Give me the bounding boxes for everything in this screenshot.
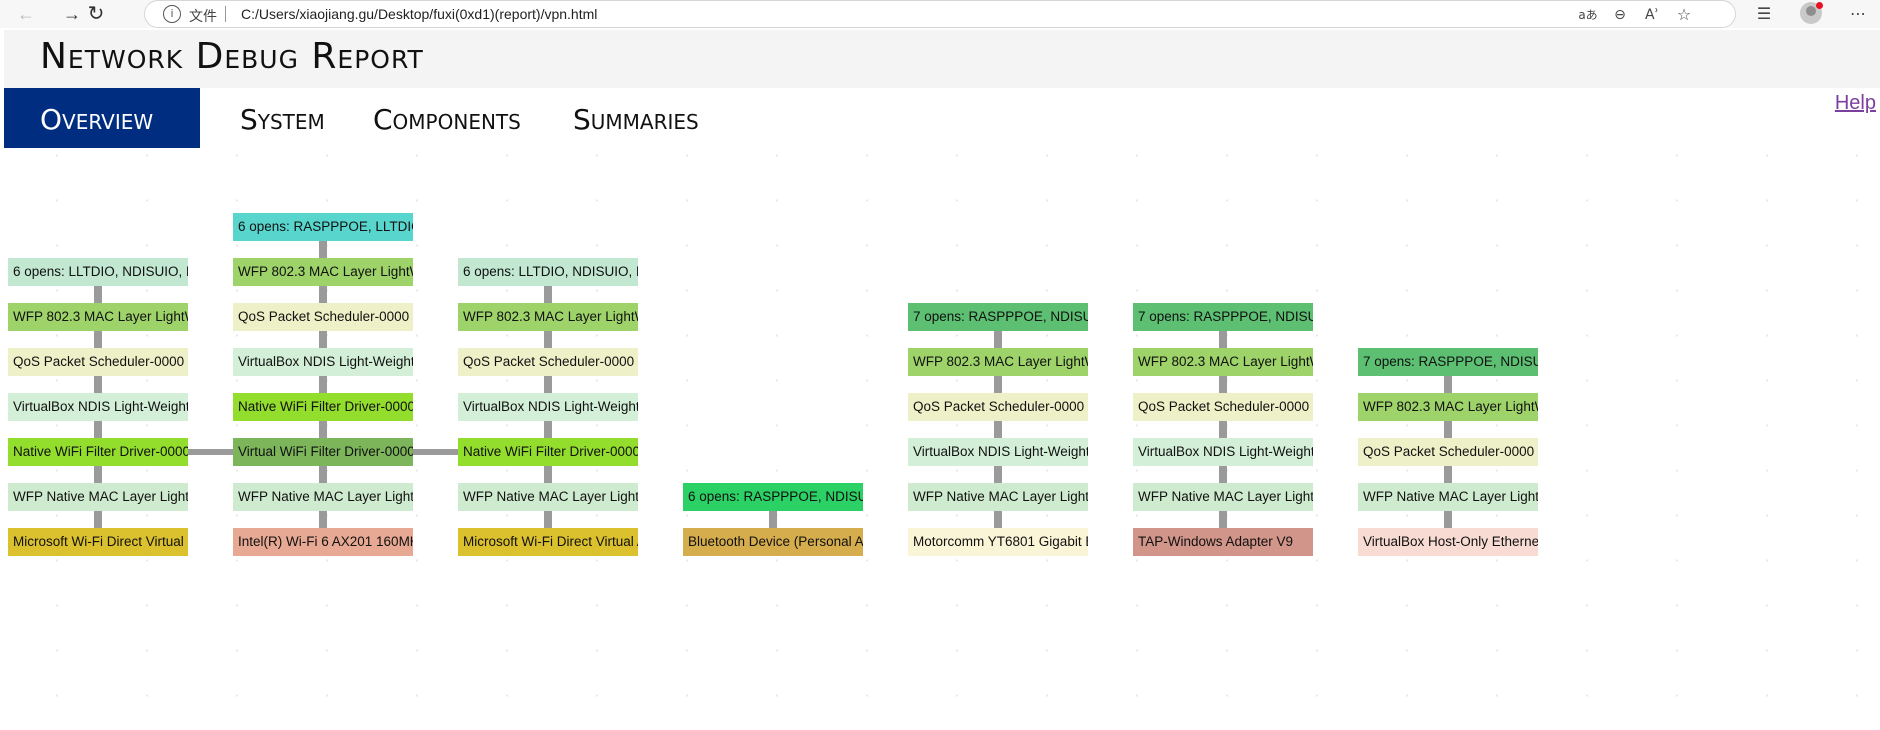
- network-graph: 6 opens: LLTDIO, NDISUIO, RSPNDR, WFP 802…: [4, 148, 1880, 730]
- graph-node[interactable]: Native WiFi Filter Driver-0000: [458, 438, 638, 466]
- graph-node[interactable]: QoS Packet Scheduler-0000: [908, 393, 1088, 421]
- report-page: Network Debug Report Overview System Com…: [4, 30, 1880, 730]
- graph-node[interactable]: WFP Native MAC Layer LightWeight: [1358, 483, 1538, 511]
- graph-node[interactable]: WFP 802.3 MAC Layer LightWeight Fi: [233, 258, 413, 286]
- graph-node[interactable]: WFP 802.3 MAC Layer LightWeight Fi: [1133, 348, 1313, 376]
- graph-node[interactable]: QoS Packet Scheduler-0000: [8, 348, 188, 376]
- tab-summaries[interactable]: Summaries: [573, 103, 699, 136]
- graph-node[interactable]: 6 opens: RASPPPOE, NDISUIO, RSPN: [683, 483, 863, 511]
- graph-node[interactable]: VirtualBox NDIS Light-Weight Filter-0: [233, 348, 413, 376]
- graph-node[interactable]: WFP Native MAC Layer LightWeight: [8, 483, 188, 511]
- binding-edge: [319, 227, 327, 542]
- adapter-link-edge: [188, 449, 233, 455]
- info-icon[interactable]: i: [163, 5, 181, 23]
- tab-overview[interactable]: Overview: [4, 88, 200, 148]
- help-link[interactable]: Help: [1834, 92, 1876, 114]
- graph-node[interactable]: QoS Packet Scheduler-0000: [1133, 393, 1313, 421]
- graph-node[interactable]: TAP-Windows Adapter V9: [1133, 528, 1313, 556]
- graph-node[interactable]: QoS Packet Scheduler-0000: [458, 348, 638, 376]
- graph-node[interactable]: WFP 802.3 MAC Layer LightWeight Fi: [908, 348, 1088, 376]
- file-scheme-label: 文件: [189, 8, 217, 24]
- notification-dot: [1816, 2, 1823, 9]
- graph-node[interactable]: Motorcomm YT6801 Gigabit Etherne: [908, 528, 1088, 556]
- address-separator: [225, 6, 226, 22]
- url-text[interactable]: C:/Users/xiaojiang.gu/Desktop/fuxi(0xd1)…: [241, 6, 598, 22]
- zoom-out-icon[interactable]: ⊖: [1614, 7, 1626, 23]
- graph-node[interactable]: 7 opens: RASPPPOE, NDISUIO, RSPN: [1133, 303, 1313, 331]
- adapter-link-edge: [413, 449, 458, 455]
- read-aloud-icon[interactable]: Aʾ: [1645, 7, 1659, 23]
- favorites-list-icon[interactable]: ☰: [1756, 4, 1772, 23]
- graph-node[interactable]: WFP Native MAC Layer LightWeight: [908, 483, 1088, 511]
- graph-node[interactable]: VirtualBox NDIS Light-Weight Filter-0: [8, 393, 188, 421]
- graph-node[interactable]: Native WiFi Filter Driver-0000: [233, 393, 413, 421]
- tab-components[interactable]: Components: [373, 103, 521, 136]
- graph-node[interactable]: 7 opens: RASPPPOE, NDISUIO, RSPN: [908, 303, 1088, 331]
- graph-node[interactable]: WFP Native MAC Layer LightWeight: [233, 483, 413, 511]
- page-title: Network Debug Report: [40, 36, 424, 77]
- favorite-icon[interactable]: ☆: [1676, 5, 1692, 24]
- binding-edge: [769, 497, 777, 542]
- graph-node[interactable]: WFP 802.3 MAC Layer LightWeight Fi: [458, 303, 638, 331]
- graph-node[interactable]: QoS Packet Scheduler-0000: [233, 303, 413, 331]
- graph-node[interactable]: WFP Native MAC Layer LightWeight: [1133, 483, 1313, 511]
- tab-system[interactable]: System: [240, 103, 325, 136]
- refresh-icon[interactable]: ↻: [87, 3, 105, 25]
- graph-node[interactable]: Bluetooth Device (Personal Area Net: [683, 528, 863, 556]
- graph-node[interactable]: 6 opens: LLTDIO, NDISUIO, RSPNDR,: [458, 258, 638, 286]
- graph-node[interactable]: Microsoft Wi-Fi Direct Virtual ...#2: [8, 528, 188, 556]
- back-icon[interactable]: ←: [17, 4, 35, 24]
- more-icon[interactable]: ⋯: [1850, 4, 1866, 23]
- binding-edge: [994, 317, 1002, 542]
- graph-node[interactable]: WFP 802.3 MAC Layer LightWeight Fi: [8, 303, 188, 331]
- graph-node[interactable]: Intel(R) Wi-Fi 6 AX201 160MHz: [233, 528, 413, 556]
- graph-node[interactable]: Native WiFi Filter Driver-0000: [8, 438, 188, 466]
- graph-node[interactable]: Virtual WiFi Filter Driver-0000: [233, 438, 413, 466]
- graph-node[interactable]: VirtualBox Host-Only Ethernet Adapt: [1358, 528, 1538, 556]
- translate-icon[interactable]: aあ: [1578, 8, 1598, 22]
- graph-node[interactable]: QoS Packet Scheduler-0000: [1358, 438, 1538, 466]
- graph-node[interactable]: WFP 802.3 MAC Layer LightWeight Fi: [1358, 393, 1538, 421]
- graph-node[interactable]: VirtualBox NDIS Light-Weight Filter-0: [1133, 438, 1313, 466]
- address-bar[interactable]: i 文件 C:/Users/xiaojiang.gu/Desktop/fuxi(…: [144, 0, 1736, 28]
- graph-node[interactable]: WFP Native MAC Layer LightWeight: [458, 483, 638, 511]
- graph-node[interactable]: 7 opens: RASPPPOE, NDISUIO, RSPN: [1358, 348, 1538, 376]
- report-header: Network Debug Report: [4, 30, 1880, 88]
- graph-node[interactable]: 6 opens: LLTDIO, NDISUIO, RSPNDR,: [8, 258, 188, 286]
- graph-node[interactable]: VirtualBox NDIS Light-Weight Filter-0: [458, 393, 638, 421]
- forward-icon[interactable]: →: [63, 4, 81, 24]
- browser-toolbar: ← → ↻ i 文件 C:/Users/xiaojiang.gu/Desktop…: [0, 0, 1880, 28]
- binding-edge: [1219, 317, 1227, 542]
- graph-node[interactable]: VirtualBox NDIS Light-Weight Filter-0: [908, 438, 1088, 466]
- graph-node[interactable]: 6 opens: RASPPPOE, LLTDIO, NDISUI: [233, 213, 413, 241]
- graph-node[interactable]: Microsoft Wi-Fi Direct Virtual Adapte: [458, 528, 638, 556]
